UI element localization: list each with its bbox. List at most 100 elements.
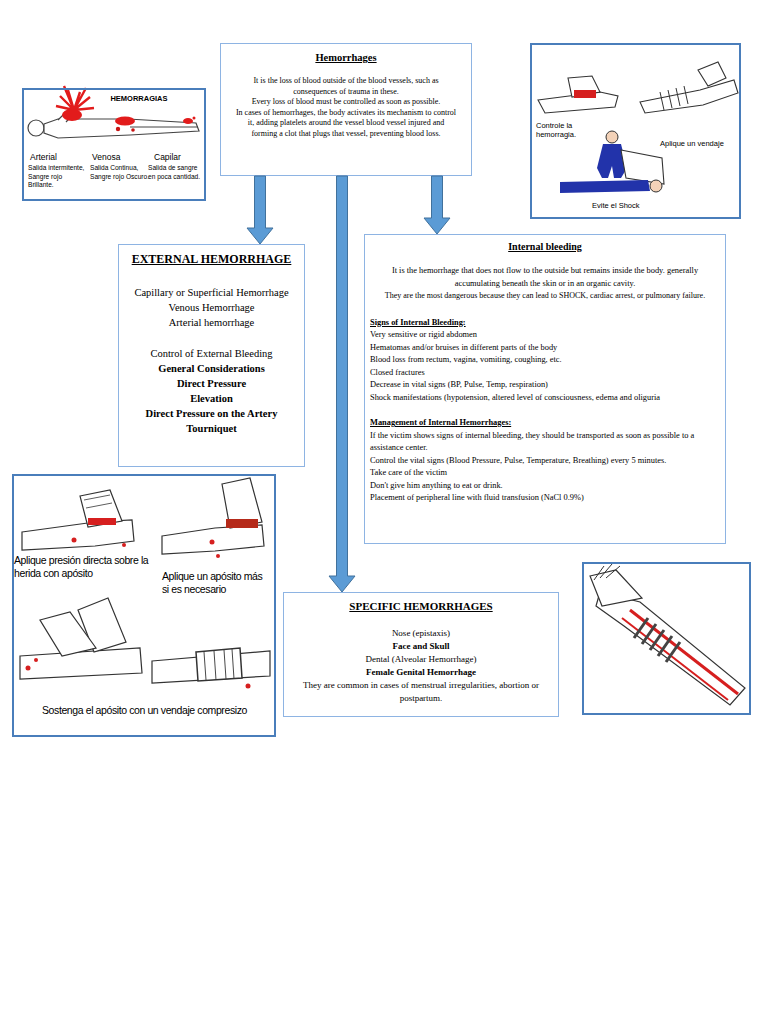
type-label: Venosa	[92, 152, 150, 162]
step-caption: Aplique un apósito más si es necesario	[162, 570, 268, 596]
list-item: Very sensitive or rigid abdomen	[370, 329, 720, 342]
type-description: Salida de sangre en poca cantidad.	[148, 164, 203, 181]
arterial-blood-pool	[62, 109, 82, 121]
list-item: Control of External Bleeding	[124, 346, 299, 361]
capillary-blood-spot	[183, 118, 193, 124]
arm-outline	[596, 592, 745, 705]
artery-line	[630, 610, 738, 694]
blood-drop	[34, 658, 38, 662]
forearm-outline	[640, 80, 738, 113]
box-heading: Internal bleeding	[370, 241, 720, 252]
forearm-outline	[22, 520, 134, 550]
list-item: Tourniquet	[124, 421, 299, 436]
list-item: Venous Hemorrhage	[124, 300, 299, 315]
bandage-wraps	[660, 86, 688, 110]
lying-body-figure	[28, 86, 199, 138]
illustration-panel: Controle la hemorragia. Aplique un vendaj…	[530, 43, 741, 219]
blood-drop	[72, 538, 77, 543]
type-label: Capilar	[154, 152, 202, 162]
block-arrow	[329, 176, 355, 592]
step-caption: Aplique un vendaje	[660, 139, 736, 148]
list-item: Decrease in vital signs (BP, Pulse, Temp…	[370, 379, 720, 392]
blood-drop	[210, 540, 215, 545]
step-caption: Sostenga el apósito con un vendaje compr…	[42, 704, 274, 717]
panel-heading: HEMORRAGIAS	[84, 94, 194, 103]
list-item: Elevation	[124, 391, 299, 406]
category-box: Internal bleeding It is the hemorrhage th…	[364, 234, 726, 544]
illustration-panel: HEMORRAGIAS ArterialSalida intermitente, …	[22, 88, 206, 201]
type-label: Arterial	[30, 152, 88, 162]
type-description: Salida Continua, Sangre rojo Oscuro.	[90, 164, 150, 181]
blood-gauze	[574, 90, 596, 98]
sub-heading: Signs of Internal Bleeding:	[370, 317, 720, 330]
type-description: Salida intermitente, Sangre rojo Brillan…	[28, 164, 86, 190]
box-heading: Hemorrhages	[235, 52, 457, 63]
artery-line	[622, 618, 728, 700]
box-heading: EXTERNAL HEMORRHAGE	[124, 252, 299, 267]
helper-head	[606, 131, 618, 143]
lying-victim-body	[560, 180, 650, 193]
tourniquet-wraps	[634, 618, 680, 662]
block-arrow	[424, 176, 450, 234]
forearm-outline	[20, 648, 142, 679]
body-text: It is the loss of blood outside of the b…	[235, 76, 457, 97]
tourniquet-panel	[583, 563, 750, 714]
block-arrow	[247, 176, 273, 244]
step-caption: Evite el Shock	[592, 201, 672, 210]
list-item: Female Genital Hemorrhage	[292, 666, 550, 679]
pressing-hand	[222, 478, 262, 528]
blood-drop	[193, 117, 196, 120]
list-item: Face and Skull	[292, 640, 550, 653]
illustration-panel: Aplique presión directa sobre la herida …	[12, 474, 276, 737]
list-item: Arterial hemorrhage	[124, 315, 299, 330]
list-item: Placement of peripheral line with fluid …	[370, 492, 720, 505]
step-caption: Aplique presión directa sobre la herida …	[14, 554, 152, 580]
blood-drop	[122, 543, 126, 547]
victim-head	[650, 180, 662, 192]
second-gauze	[226, 519, 258, 528]
step-caption: Controle la hemorragia.	[536, 121, 588, 139]
supporting-hand	[40, 612, 96, 656]
leg-line	[130, 127, 198, 128]
blood-drop	[246, 684, 251, 689]
head-outline	[28, 120, 44, 136]
blood-drop	[131, 128, 135, 132]
pressing-hand	[80, 490, 122, 527]
blood-drop	[116, 127, 120, 131]
pressing-hand	[568, 76, 600, 97]
concept-box: Hemorrhages It is the loss of blood outsi…	[220, 43, 472, 176]
blood-gauze	[88, 518, 116, 525]
category-box: EXTERNAL HEMORRHAGE Capillary or Superfic…	[118, 244, 305, 467]
sub-heading: Management of Internal Hemorrhages:	[370, 417, 720, 430]
body-text: They are common in cases of menstrual ir…	[292, 679, 550, 705]
list-item: Take care of the victim	[370, 467, 720, 480]
list-item: Nose (epistaxis)	[292, 627, 550, 640]
body-text: They are the most dangerous because they…	[370, 290, 720, 303]
category-box: SPECIFIC HEMORRHAGES Nose (epistaxis)Face…	[283, 592, 559, 717]
helper-hand	[698, 62, 726, 86]
list-item: Capillary or Superficial Hemorrhage	[124, 285, 299, 300]
list-item: Control the vital signs (Blood Pressure,…	[370, 455, 720, 468]
list-item: Dental (Alveolar Hemorrhage)	[292, 653, 550, 666]
finger-lines	[594, 564, 620, 580]
tourniquet-arm-art	[590, 564, 745, 705]
blood-drop	[216, 554, 220, 558]
blood-drop	[26, 666, 31, 671]
list-item: Blood loss from rectum, vagina, vomiting…	[370, 354, 720, 367]
body-text: Every loss of blood must be controlled a…	[235, 97, 457, 108]
box-heading: SPECIFIC HEMORRHAGES	[292, 600, 550, 612]
list-item: Direct Pressure on the Artery	[124, 406, 299, 421]
list-item: Direct Pressure	[124, 376, 299, 391]
finger-lines	[84, 495, 112, 508]
bandage-wraps	[204, 649, 234, 680]
list-item: Hematomas and/or bruises in different pa…	[370, 342, 720, 355]
list-item: Closed fractures	[370, 367, 720, 380]
list-item: If the victim shows signs of internal bl…	[370, 430, 720, 455]
list-item: Shock manifestations (hypotension, alter…	[370, 392, 720, 405]
venous-blood-pool	[115, 117, 135, 126]
body-text: It is the hemorrhage that does not flow …	[370, 265, 720, 290]
direct-pressure-art	[20, 478, 270, 689]
list-item: Don't give him anything to eat or drink.	[370, 480, 720, 493]
list-item: General Considerations	[124, 361, 299, 376]
